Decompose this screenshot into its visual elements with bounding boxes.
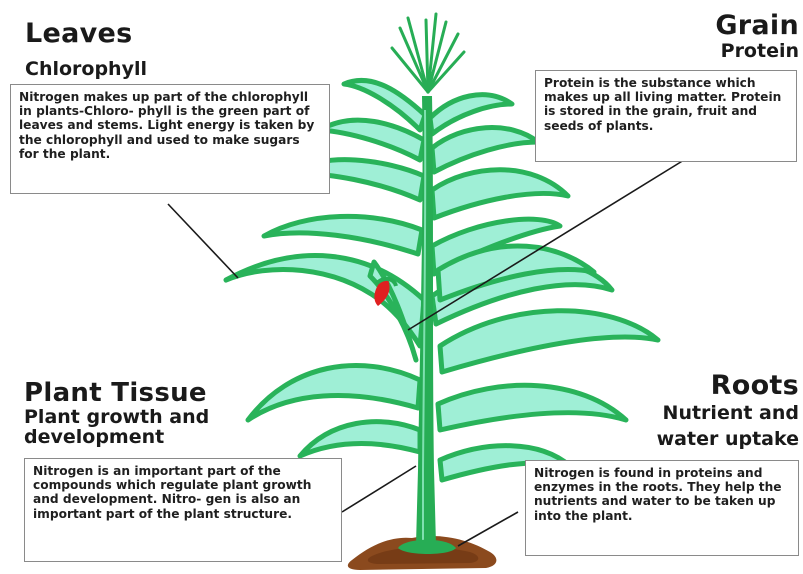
tissue-title: Plant Tissue (24, 380, 207, 406)
roots-subtitle-line1: Nutrient and (663, 404, 799, 424)
tissue-subtitle-line2: development (24, 428, 164, 448)
tassel (392, 14, 464, 92)
leaves-title: Leaves (25, 20, 133, 47)
grain-description-box: Protein is the substance which makes up … (535, 70, 797, 162)
leaves-subtitle: Chlorophyll (25, 60, 147, 80)
grain-subtitle: Protein (721, 42, 799, 62)
grain-title: Grain (715, 12, 799, 39)
roots-description-box: Nitrogen is found in proteins and enzyme… (525, 460, 799, 556)
tissue-subtitle-line1: Plant growth and (24, 408, 209, 428)
leaves-description-box: Nitrogen makes up part of the chlorophyl… (10, 84, 330, 194)
roots-subtitle-line2: water uptake (657, 430, 799, 450)
tissue-description-box: Nitrogen is an important part of the com… (24, 458, 342, 562)
roots-title: Roots (711, 372, 799, 399)
